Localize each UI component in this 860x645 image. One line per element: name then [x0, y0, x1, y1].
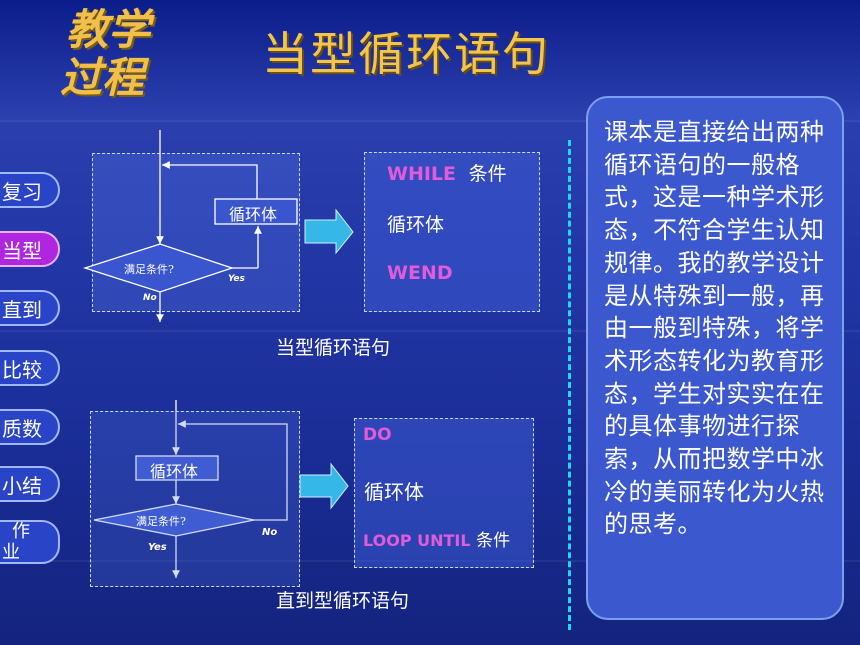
until-caption: 直到型循环语句 [276, 590, 410, 612]
logo-line-2: 过程 [60, 53, 145, 102]
bg-stripe [0, 330, 860, 332]
nav-item-label: 作 [12, 521, 30, 542]
loop-until-keyword: LOOP UNTIL [363, 531, 471, 550]
while-condition-diamond [82, 243, 235, 293]
while-no-label: No [143, 293, 157, 303]
while-condition-text: 条件 [468, 163, 507, 185]
do-keyword: DO [363, 425, 392, 445]
nav-item-label: 直到 [2, 297, 42, 322]
nav-item-until[interactable]: 直到 [0, 290, 60, 326]
nav-item-review[interactable]: 复习 [0, 172, 60, 208]
nav-item-prime[interactable]: 质数 [0, 409, 60, 445]
logo: 教学 过程 [60, 5, 186, 102]
while-body-label: 循环体 [229, 205, 278, 224]
until-no-label: No [262, 527, 278, 538]
until-arrow-icon [299, 462, 349, 510]
until-body-box [135, 455, 219, 481]
note-text: 课本是直接给出两种循环语句的一般格式，这是一种学术形态，不符合学生认知规律。我的… [604, 118, 825, 539]
while-condition-label: 满足条件? [124, 263, 174, 276]
until-code-line-3: LOOP UNTIL 条件 [363, 526, 510, 551]
until-body-label: 循环体 [150, 462, 199, 481]
while-body-box [214, 198, 298, 225]
nav-item-compare[interactable]: 比较 [0, 350, 60, 386]
wend-keyword: WEND [387, 262, 453, 284]
nav-item-label: 复习 [2, 179, 42, 204]
while-code-line-1: WHILE 条件 [387, 159, 507, 186]
nav-item-summary[interactable]: 小结 [0, 466, 60, 502]
nav-item-label: 比较 [2, 357, 42, 382]
while-flow-lines [156, 130, 262, 322]
until-yes-label: Yes [148, 542, 167, 553]
until-code-body: 循环体 [364, 480, 424, 504]
note-callout: 课本是直接给出两种循环语句的一般格式，这是一种学术形态，不符合学生认知规律。我的… [586, 96, 844, 620]
until-flowchart-panel [90, 411, 300, 587]
until-condition-label: 满足条件? [136, 515, 186, 528]
nav-item-label: 当型 [2, 238, 42, 263]
until-code-panel [354, 418, 534, 568]
while-keyword: WHILE [387, 163, 457, 185]
nav-item-while[interactable]: 当型 [0, 231, 60, 267]
until-condition-diamond [93, 503, 255, 537]
while-yes-label: Yes [228, 274, 245, 284]
nav-item-label: 业 [2, 542, 20, 563]
until-flow-lines [172, 400, 288, 578]
nav-item-label: 质数 [2, 416, 42, 441]
until-condition-text: 条件 [476, 531, 511, 551]
page-title: 当型循环语句 [262, 27, 550, 81]
while-caption: 当型循环语句 [276, 337, 391, 359]
divider [568, 140, 571, 630]
bg-stripe [0, 120, 860, 122]
while-code-panel [364, 152, 540, 312]
while-code-body: 循环体 [387, 214, 445, 236]
while-flowchart-panel [92, 153, 300, 312]
nav-item-label: 小结 [2, 473, 42, 498]
nav-item-homework[interactable]: 作 业 [0, 520, 60, 564]
logo-line-1: 教学 [66, 5, 151, 54]
while-arrow-icon [304, 208, 354, 255]
